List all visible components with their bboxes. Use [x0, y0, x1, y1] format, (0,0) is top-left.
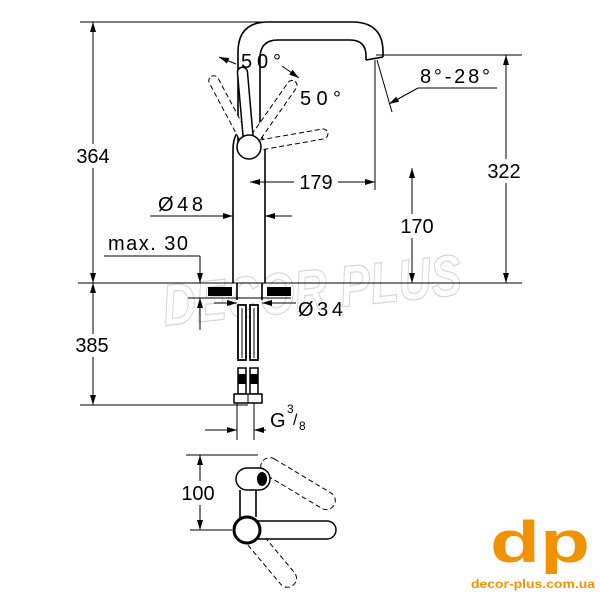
logo-mark: dp — [490, 510, 590, 575]
spout — [237, 21, 384, 150]
body-plan-circle — [232, 515, 262, 545]
dimension-label: 385 — [75, 335, 108, 357]
lever-position-open — [246, 128, 329, 152]
leader-arrow — [388, 87, 419, 105]
dimension-plan-offset: 100 — [181, 454, 258, 531]
watermark: DECOR PLUS — [159, 242, 466, 339]
dimension-body-diameter: Ø48 — [150, 194, 292, 219]
angle-label-right: 50° — [300, 88, 341, 110]
mounting-nut-right — [267, 287, 291, 296]
spout-outer-edge — [237, 21, 384, 150]
plan-view: 100 — [181, 454, 337, 588]
spout-inner-edge — [259, 39, 367, 135]
angle-label-left: 50° — [241, 51, 281, 73]
mounting-nut-left — [208, 287, 232, 296]
angle-arrow-right — [281, 65, 300, 79]
dimension-label: 100 — [181, 483, 214, 505]
lever-pivot — [236, 134, 262, 160]
spout-outlet — [365, 56, 384, 61]
swivel-position — [260, 457, 336, 511]
dimension-height-total: 364 — [76, 21, 262, 283]
lever-position-rotated — [243, 527, 297, 588]
dimension-thread: G 3 / 8 — [205, 402, 306, 440]
fitting-band — [250, 374, 258, 384]
dimension-label: max. 30 — [108, 233, 188, 255]
supply-hoses — [233, 304, 263, 404]
angle-line — [376, 59, 393, 113]
logo-site: decor-plus.com.ua — [471, 577, 595, 591]
thread-separator: / — [293, 412, 298, 429]
lever: 50° 50° — [208, 51, 341, 160]
thread-prefix: G — [270, 410, 286, 432]
side-view: 364 385 322 — [75, 21, 522, 440]
dimension-label: 322 — [487, 161, 520, 183]
dimension-label: 8°-28° — [420, 66, 490, 88]
logo: dp decor-plus.com.ua — [471, 510, 595, 591]
dimension-height-below: 385 — [75, 283, 248, 406]
dimension-outlet-angle: 8°-28° — [376, 59, 497, 113]
thread-denominator: 8 — [299, 419, 306, 433]
dimension-hole-diameter: Ø34 — [214, 299, 343, 321]
angle-arrow-left — [218, 56, 237, 65]
lever-position-left — [208, 75, 254, 150]
mounting-hardware — [208, 283, 291, 300]
fitting-band — [238, 374, 246, 384]
dimension-counter-thickness: max. 30 — [104, 233, 212, 330]
dimension-outlet-height: 322 — [376, 54, 522, 283]
dimension-label: Ø48 — [158, 194, 203, 216]
dimension-label: 364 — [76, 146, 109, 168]
dimension-label: Ø34 — [298, 299, 343, 321]
thread-numerator: 3 — [287, 402, 294, 416]
dimension-reach: 179 — [250, 60, 376, 194]
dimension-lever-height: 170 — [400, 168, 434, 283]
watermark-text: DECOR PLUS — [159, 242, 464, 338]
dimension-label: 179 — [299, 172, 332, 194]
dimension-label: 170 — [400, 216, 433, 238]
outlet-aerator — [257, 472, 267, 486]
